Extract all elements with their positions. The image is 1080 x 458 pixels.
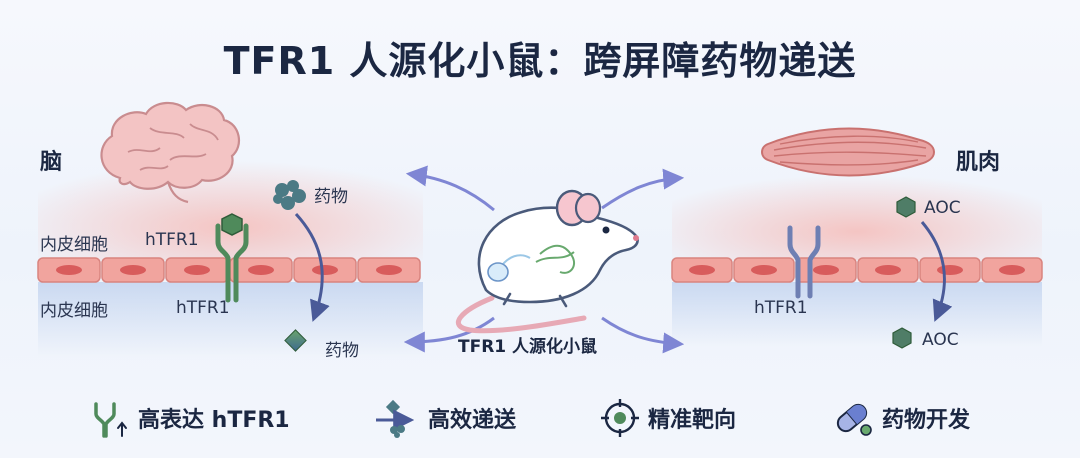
muscle-label: 肌肉 — [956, 150, 1001, 175]
receptor-label-bottom: hTFR1 — [176, 298, 230, 318]
capsule-icon — [836, 403, 872, 436]
aoc-label-bottom: AOC — [922, 330, 959, 350]
arrow-to-brain-top — [405, 165, 495, 212]
arrow-to-brain-bottom — [403, 316, 495, 353]
muscle-icon — [761, 127, 936, 177]
left-endothelial-cell-layer — [37, 257, 421, 283]
endothelial-cell-label-bottom: 内皮细胞 — [40, 301, 108, 321]
right-htfr1-receptor-icon — [787, 225, 821, 299]
mouse-label: TFR1 人源化小鼠 — [458, 337, 598, 357]
feature-precise-targeting: 精准靶向 — [600, 398, 736, 438]
feature-label: 高效递送 — [428, 408, 517, 433]
drug-diamond-icon — [284, 329, 307, 352]
feature-label: 精准靶向 — [648, 408, 737, 433]
endothelial-cell-label-top: 内皮细胞 — [40, 235, 108, 255]
left-htfr1-receptor-icon — [215, 213, 249, 303]
delivery-arrow-icon — [376, 399, 415, 438]
feature-drug-development: 药物开发 — [830, 398, 970, 438]
antibody-up-icon — [94, 402, 127, 438]
drug-label-bottom: 药物 — [325, 341, 359, 361]
feature-label: 药物开发 — [882, 408, 971, 433]
brain-icon — [100, 101, 241, 204]
drug-label-top: 药物 — [314, 187, 348, 207]
arrow-to-muscle-bottom — [601, 316, 685, 354]
arrow-to-muscle-top — [601, 168, 685, 210]
left-transport-arrow — [294, 212, 330, 322]
receptor-label-top: hTFR1 — [145, 230, 199, 250]
humanized-mouse-icon — [455, 189, 639, 334]
right-receptor-label: hTFR1 — [754, 298, 808, 318]
aoc-hexagon-bottom-icon — [892, 327, 912, 349]
right-cell-layer — [671, 257, 1043, 283]
right-transport-arrow — [920, 221, 953, 322]
feature-efficient-delivery: 高效递送 — [372, 398, 516, 438]
aoc-label-top: AOC — [924, 198, 961, 218]
page-title: TFR1 人源化小鼠：跨屏障药物递送 — [223, 39, 857, 83]
drug-cluster-icon — [273, 180, 306, 210]
right-panel-background — [672, 165, 1042, 347]
feature-label: 高表达 hTFR1 — [138, 408, 290, 433]
brain-label: 脑 — [40, 150, 63, 175]
target-icon — [601, 399, 639, 437]
aoc-hexagon-icon — [896, 196, 916, 218]
feature-high-expression: 高表达 hTFR1 — [90, 398, 290, 438]
